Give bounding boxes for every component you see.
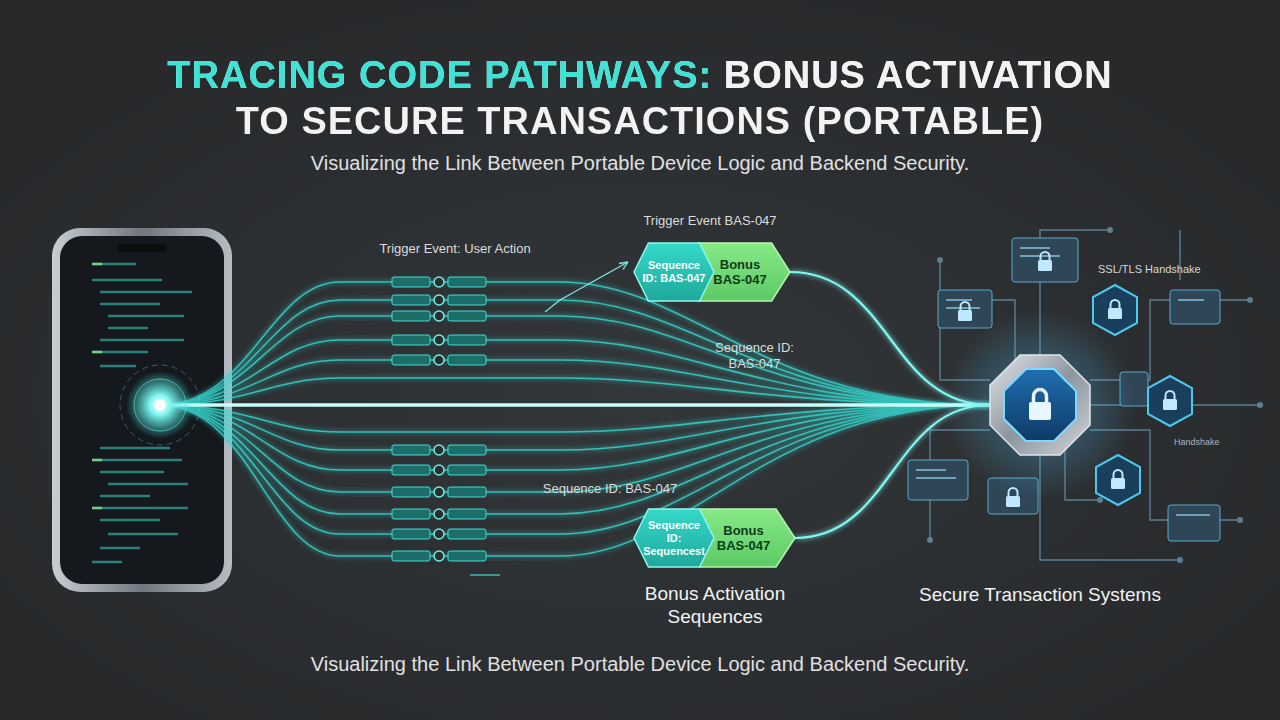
- data-stream: [160, 316, 990, 405]
- diagram-title: TRACING CODE PATHWAYS: BONUS ACTIVATION …: [145, 52, 1135, 144]
- trigger-label: Trigger Event BAS-047: [630, 213, 790, 229]
- circuit-node: [1247, 297, 1253, 303]
- trigger-arrow: [545, 262, 628, 312]
- stream-pills: [392, 487, 486, 497]
- sequence-hexagon: Sequence ID: BAS-047: [634, 243, 714, 301]
- source-glow: [134, 379, 186, 431]
- flow-connector: [795, 405, 990, 538]
- phone-illustration: [118, 244, 166, 252]
- trigger-arrow: [619, 262, 628, 270]
- stream-pills: [392, 445, 486, 455]
- node-text: Secure Transaction Systems: [910, 583, 1170, 606]
- stream-pills: [392, 509, 486, 519]
- data-stream: [160, 360, 990, 405]
- node-text: Sequence ID: Sequencest: [641, 519, 707, 558]
- illustration: [1163, 391, 1177, 410]
- group-heading: Bonus Activation Sequences: [615, 582, 815, 628]
- hexagon-outline: [634, 509, 714, 567]
- trigger-arrow: [560, 262, 628, 300]
- data-stream: [160, 405, 990, 492]
- circuit-trace: [930, 230, 1260, 560]
- data-stream: [160, 405, 990, 556]
- screen-panel: [1170, 290, 1220, 324]
- source-glow: [120, 365, 200, 445]
- stream-pills: [392, 335, 486, 345]
- stream-pills: [392, 277, 486, 561]
- hexagon-outline: [634, 243, 714, 301]
- screen-panel: [1012, 238, 1078, 282]
- data-stream: [160, 300, 990, 405]
- node-shape: [990, 355, 1090, 455]
- data-stream: [160, 405, 990, 534]
- diagram-caption: Visualizing the Link Between Portable De…: [0, 651, 1280, 677]
- phone-illustration: [92, 264, 102, 508]
- trigger-label: Trigger Event: User Action: [370, 241, 540, 257]
- circuit-node: [1257, 402, 1263, 408]
- screen-panel: [908, 238, 1220, 541]
- stream-pills: [392, 277, 486, 287]
- sequence-hexagon: Sequence ID: Sequencest: [634, 509, 714, 567]
- source-glow: [120, 365, 200, 445]
- node-text: Sequence ID: BAS-047: [641, 259, 707, 285]
- illustration: [1111, 470, 1125, 489]
- circuit-node: [1177, 557, 1183, 563]
- illustration: [1038, 252, 1052, 271]
- circuit-node: [1237, 517, 1243, 523]
- stream-tick: [470, 574, 500, 575]
- source-glow: [126, 371, 194, 439]
- main-beam: [160, 403, 990, 407]
- data-stream: [160, 282, 990, 556]
- stream-pills: [392, 355, 486, 365]
- illustration: [1108, 300, 1122, 319]
- circuit-node: [927, 227, 1263, 563]
- sequence-label: Sequence ID: BAS-047: [712, 340, 797, 372]
- chevron-outline: [700, 509, 795, 567]
- circuit-node: [1097, 497, 1103, 503]
- hub-frame: [990, 355, 1090, 455]
- main-beam-glow: [160, 399, 990, 411]
- screen-panel: [908, 460, 968, 500]
- protocol-label: SSL/TLS Handshake: [1098, 262, 1228, 276]
- node-text: Bonus BAS-047: [715, 523, 773, 553]
- source-glow: [154, 399, 166, 411]
- circuit-node: [937, 257, 943, 263]
- sequence-label: Sequence ID: BAS-047: [525, 481, 695, 497]
- circuit-node: [927, 537, 933, 543]
- lock-badge: [1093, 285, 1137, 335]
- data-stream: [160, 282, 990, 405]
- illustration: [958, 302, 972, 321]
- hub-glow: [945, 310, 1135, 500]
- stream-pills: [392, 311, 486, 321]
- lock-badge: [1148, 376, 1192, 426]
- flow-connector: [790, 272, 990, 405]
- node-text: Bonus BAS-047: [711, 257, 769, 287]
- stream-pills: [392, 295, 486, 305]
- data-stream: [160, 378, 990, 405]
- screen-panel: [916, 248, 1210, 515]
- lock-shackle: [1034, 390, 1047, 403]
- stream-pills: [392, 551, 486, 561]
- protocol-label: Handshake: [1174, 437, 1254, 448]
- lock-body: [1029, 402, 1051, 420]
- stream-pills: [392, 529, 486, 539]
- security-hub: Secure Transaction Systems: [990, 355, 1090, 455]
- stream-pills: [392, 465, 486, 475]
- screen-panel: [1168, 505, 1220, 541]
- data-stream: [160, 340, 990, 405]
- data-stream: [160, 405, 990, 432]
- circuit-node: [1107, 227, 1113, 233]
- chevron-outline: [698, 243, 790, 301]
- trigger-arrow: [545, 300, 560, 312]
- phone-illustration: [60, 236, 224, 584]
- subtitle: Visualizing the Link Between Portable De…: [0, 150, 1280, 176]
- hub-core: [1004, 369, 1076, 441]
